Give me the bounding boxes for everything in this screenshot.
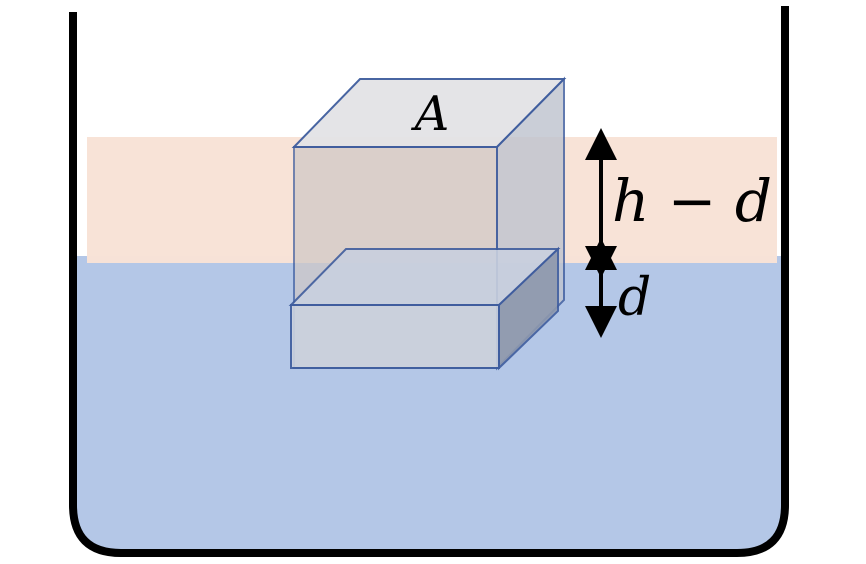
label-area-a: A <box>411 86 450 142</box>
label-lower-span: d <box>618 268 651 328</box>
label-upper-span: h − d <box>612 167 772 235</box>
container-wall <box>69 6 789 557</box>
slab-front-face <box>290 304 500 369</box>
